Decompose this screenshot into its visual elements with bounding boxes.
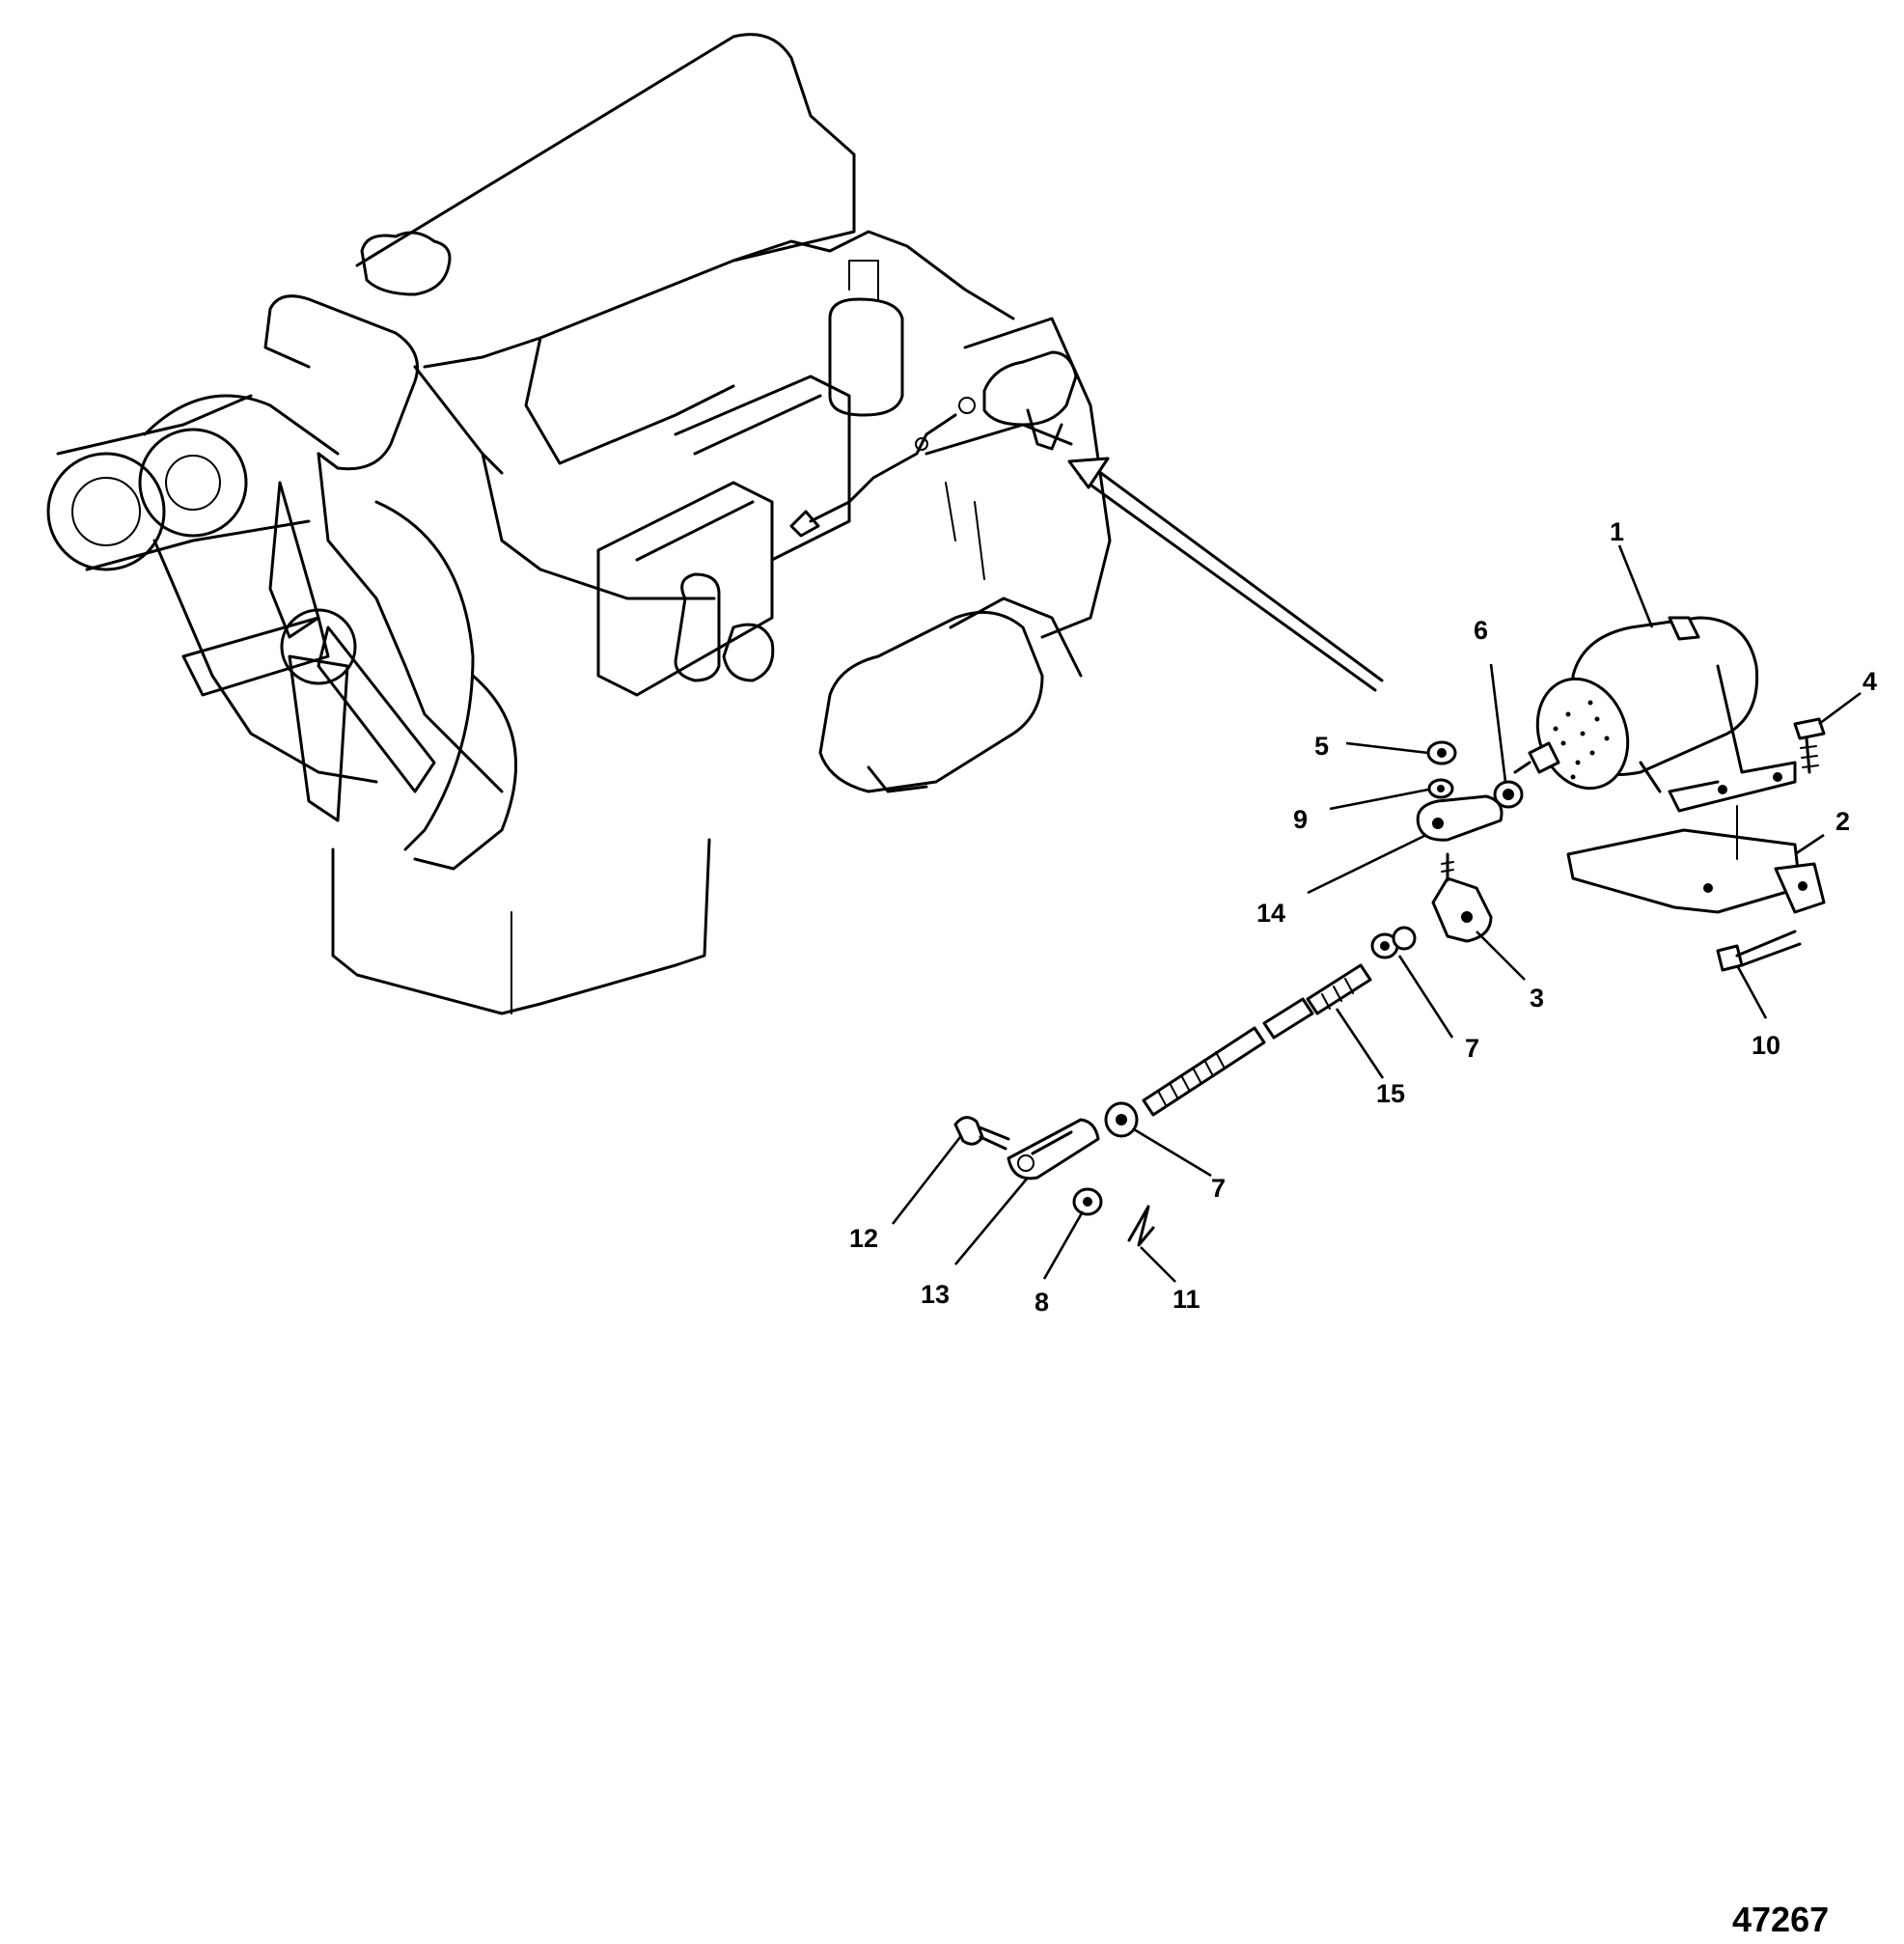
callout-7-lower: 7	[1211, 1174, 1226, 1203]
part-nut-5	[1426, 740, 1457, 765]
figure-number: 47267	[1732, 1900, 1829, 1939]
callout-14: 14	[1256, 899, 1285, 928]
leader-lines	[891, 544, 1862, 1283]
callout-labels: 1 2 3 4 5 6 7 7 8 9 10 11 12 13 14 15	[849, 517, 1877, 1317]
rod-threads	[1157, 978, 1354, 1106]
callout-9: 9	[1293, 805, 1308, 834]
part-cotter-pin-11	[1127, 1205, 1155, 1247]
part-clevis-13	[1007, 1118, 1100, 1180]
callout-15: 15	[1376, 1079, 1405, 1108]
part-nut-7-lower	[1104, 1101, 1139, 1138]
part-threaded-rod-15	[1142, 963, 1372, 1117]
callout-11: 11	[1173, 1285, 1200, 1314]
part-nut-6	[1493, 780, 1524, 809]
part-bracket	[1566, 805, 1826, 914]
engine-assembly-illustration	[46, 33, 1112, 1015]
part-ball-joint-3	[1431, 852, 1493, 943]
location-arrow	[1067, 457, 1384, 692]
part-bolt-10	[1716, 930, 1802, 972]
part-washer-8	[1072, 1187, 1103, 1216]
callout-13: 13	[921, 1280, 950, 1309]
solenoid-stipple	[1553, 700, 1610, 780]
callout-2: 2	[1835, 807, 1850, 836]
part-nut-7-upper	[1370, 926, 1417, 959]
callout-4: 4	[1863, 667, 1877, 696]
callout-12: 12	[849, 1224, 878, 1253]
part-clevis-pin-12	[953, 1116, 1010, 1151]
part-rod-end-14	[1416, 794, 1504, 842]
part-screw-4	[1793, 717, 1826, 774]
callout-6: 6	[1474, 616, 1488, 645]
part-solenoid	[1513, 616, 1797, 813]
callout-1: 1	[1610, 517, 1624, 546]
callout-8: 8	[1035, 1288, 1049, 1317]
callout-10: 10	[1752, 1031, 1780, 1060]
callout-7-upper: 7	[1465, 1034, 1479, 1063]
part-washer-9	[1427, 778, 1454, 799]
callout-3: 3	[1530, 984, 1544, 1013]
callout-5: 5	[1314, 732, 1329, 761]
